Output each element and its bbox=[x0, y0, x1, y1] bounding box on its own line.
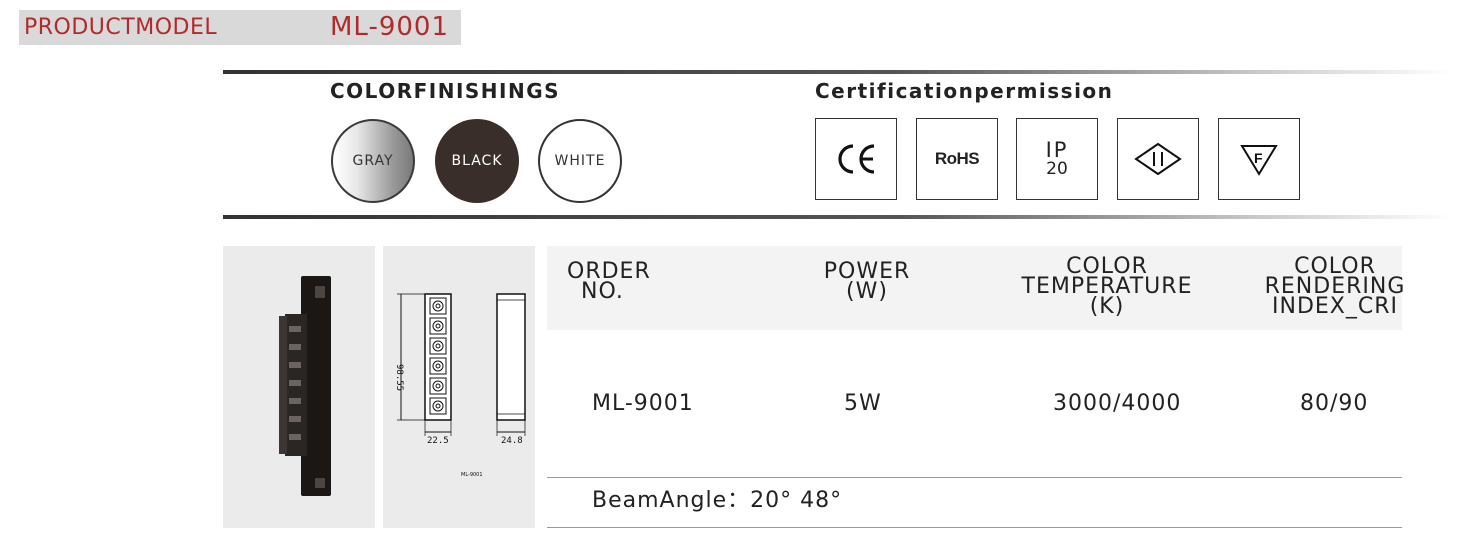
ip-rating-text: 20 bbox=[1046, 159, 1068, 179]
ip20-icon: IP 20 bbox=[1016, 118, 1098, 200]
header-power: POWER (W) bbox=[808, 259, 926, 304]
product-photo bbox=[223, 246, 375, 528]
header-temp-line-2: TEMPERATURE bbox=[1021, 274, 1193, 299]
header-order-no: ORDER NO. bbox=[567, 259, 651, 304]
certification-title: Certificationpermission bbox=[815, 79, 1114, 103]
beam-angle: BeamAngle：20° 48° bbox=[592, 488, 843, 513]
header-temp-line-3: (K) bbox=[1089, 294, 1125, 319]
header-order-line-1: ORDER bbox=[567, 259, 651, 284]
swatch-gray-label: GRAY bbox=[352, 153, 394, 169]
ip-text: IP bbox=[1045, 138, 1069, 162]
height-dimension-label: 98.55 bbox=[394, 364, 404, 391]
swatch-black: BLACK bbox=[435, 119, 519, 203]
spec-table-header bbox=[547, 246, 1402, 330]
color-finishings-title: COLORFINISHINGS bbox=[330, 79, 561, 103]
rohs-icon: RoHS bbox=[916, 118, 998, 200]
cell-order-no: ML-9001 bbox=[592, 391, 694, 416]
f-triangle-icon: F bbox=[1218, 118, 1300, 200]
swatch-black-label: BLACK bbox=[451, 153, 503, 169]
f-letter: F bbox=[1254, 150, 1263, 166]
swatch-white-label: WHITE bbox=[554, 153, 606, 169]
header-cri-line-1: COLOR bbox=[1294, 254, 1376, 279]
width-dimension-label: 22.5 bbox=[427, 436, 449, 446]
technical-drawing: 98.55 22.5 24.8 ML-9001 bbox=[383, 246, 535, 528]
technical-drawing-svg: 98.55 22.5 24.8 ML-9001 bbox=[394, 293, 526, 478]
header-power-line-1: POWER bbox=[823, 259, 911, 284]
f-triangle-svg: F bbox=[1240, 145, 1278, 176]
product-model-value: ML-9001 bbox=[330, 12, 450, 42]
product-model-label: PRODUCTMODEL bbox=[24, 15, 218, 40]
swatch-white: WHITE bbox=[538, 119, 622, 203]
diamond-two-bars-icon bbox=[1117, 118, 1199, 200]
divider-top bbox=[223, 70, 1453, 74]
header-color-rendering-index: COLOR RENDERING INDEX_CRI bbox=[1260, 254, 1410, 319]
table-bottom-divider bbox=[547, 527, 1402, 528]
ce-mark-svg bbox=[838, 144, 875, 174]
swatch-gray: GRAY bbox=[331, 119, 415, 203]
header-cri-line-3: INDEX_CRI bbox=[1272, 294, 1398, 319]
drawing-caption: ML-9001 bbox=[461, 472, 483, 478]
cell-cri: 80/90 bbox=[1300, 391, 1369, 416]
ce-mark-icon bbox=[815, 118, 897, 200]
cell-color-temperature: 3000/4000 bbox=[1053, 391, 1182, 416]
header-temp-line-1: COLOR bbox=[1066, 254, 1148, 279]
cell-power: 5W bbox=[844, 391, 882, 416]
divider-bottom bbox=[223, 215, 1453, 219]
diamond-svg bbox=[1134, 142, 1182, 176]
header-color-temperature: COLOR TEMPERATURE (K) bbox=[1014, 254, 1200, 319]
product-photo-svg bbox=[279, 276, 331, 496]
header-order-line-2: NO. bbox=[581, 279, 624, 304]
side-dimension-label: 24.8 bbox=[501, 436, 523, 446]
rohs-text: RoHS bbox=[934, 149, 980, 168]
product-model-bar bbox=[19, 10, 461, 45]
header-power-line-2: (W) bbox=[846, 279, 888, 304]
table-row-divider bbox=[547, 477, 1402, 478]
header-cri-line-2: RENDERING bbox=[1264, 274, 1406, 299]
